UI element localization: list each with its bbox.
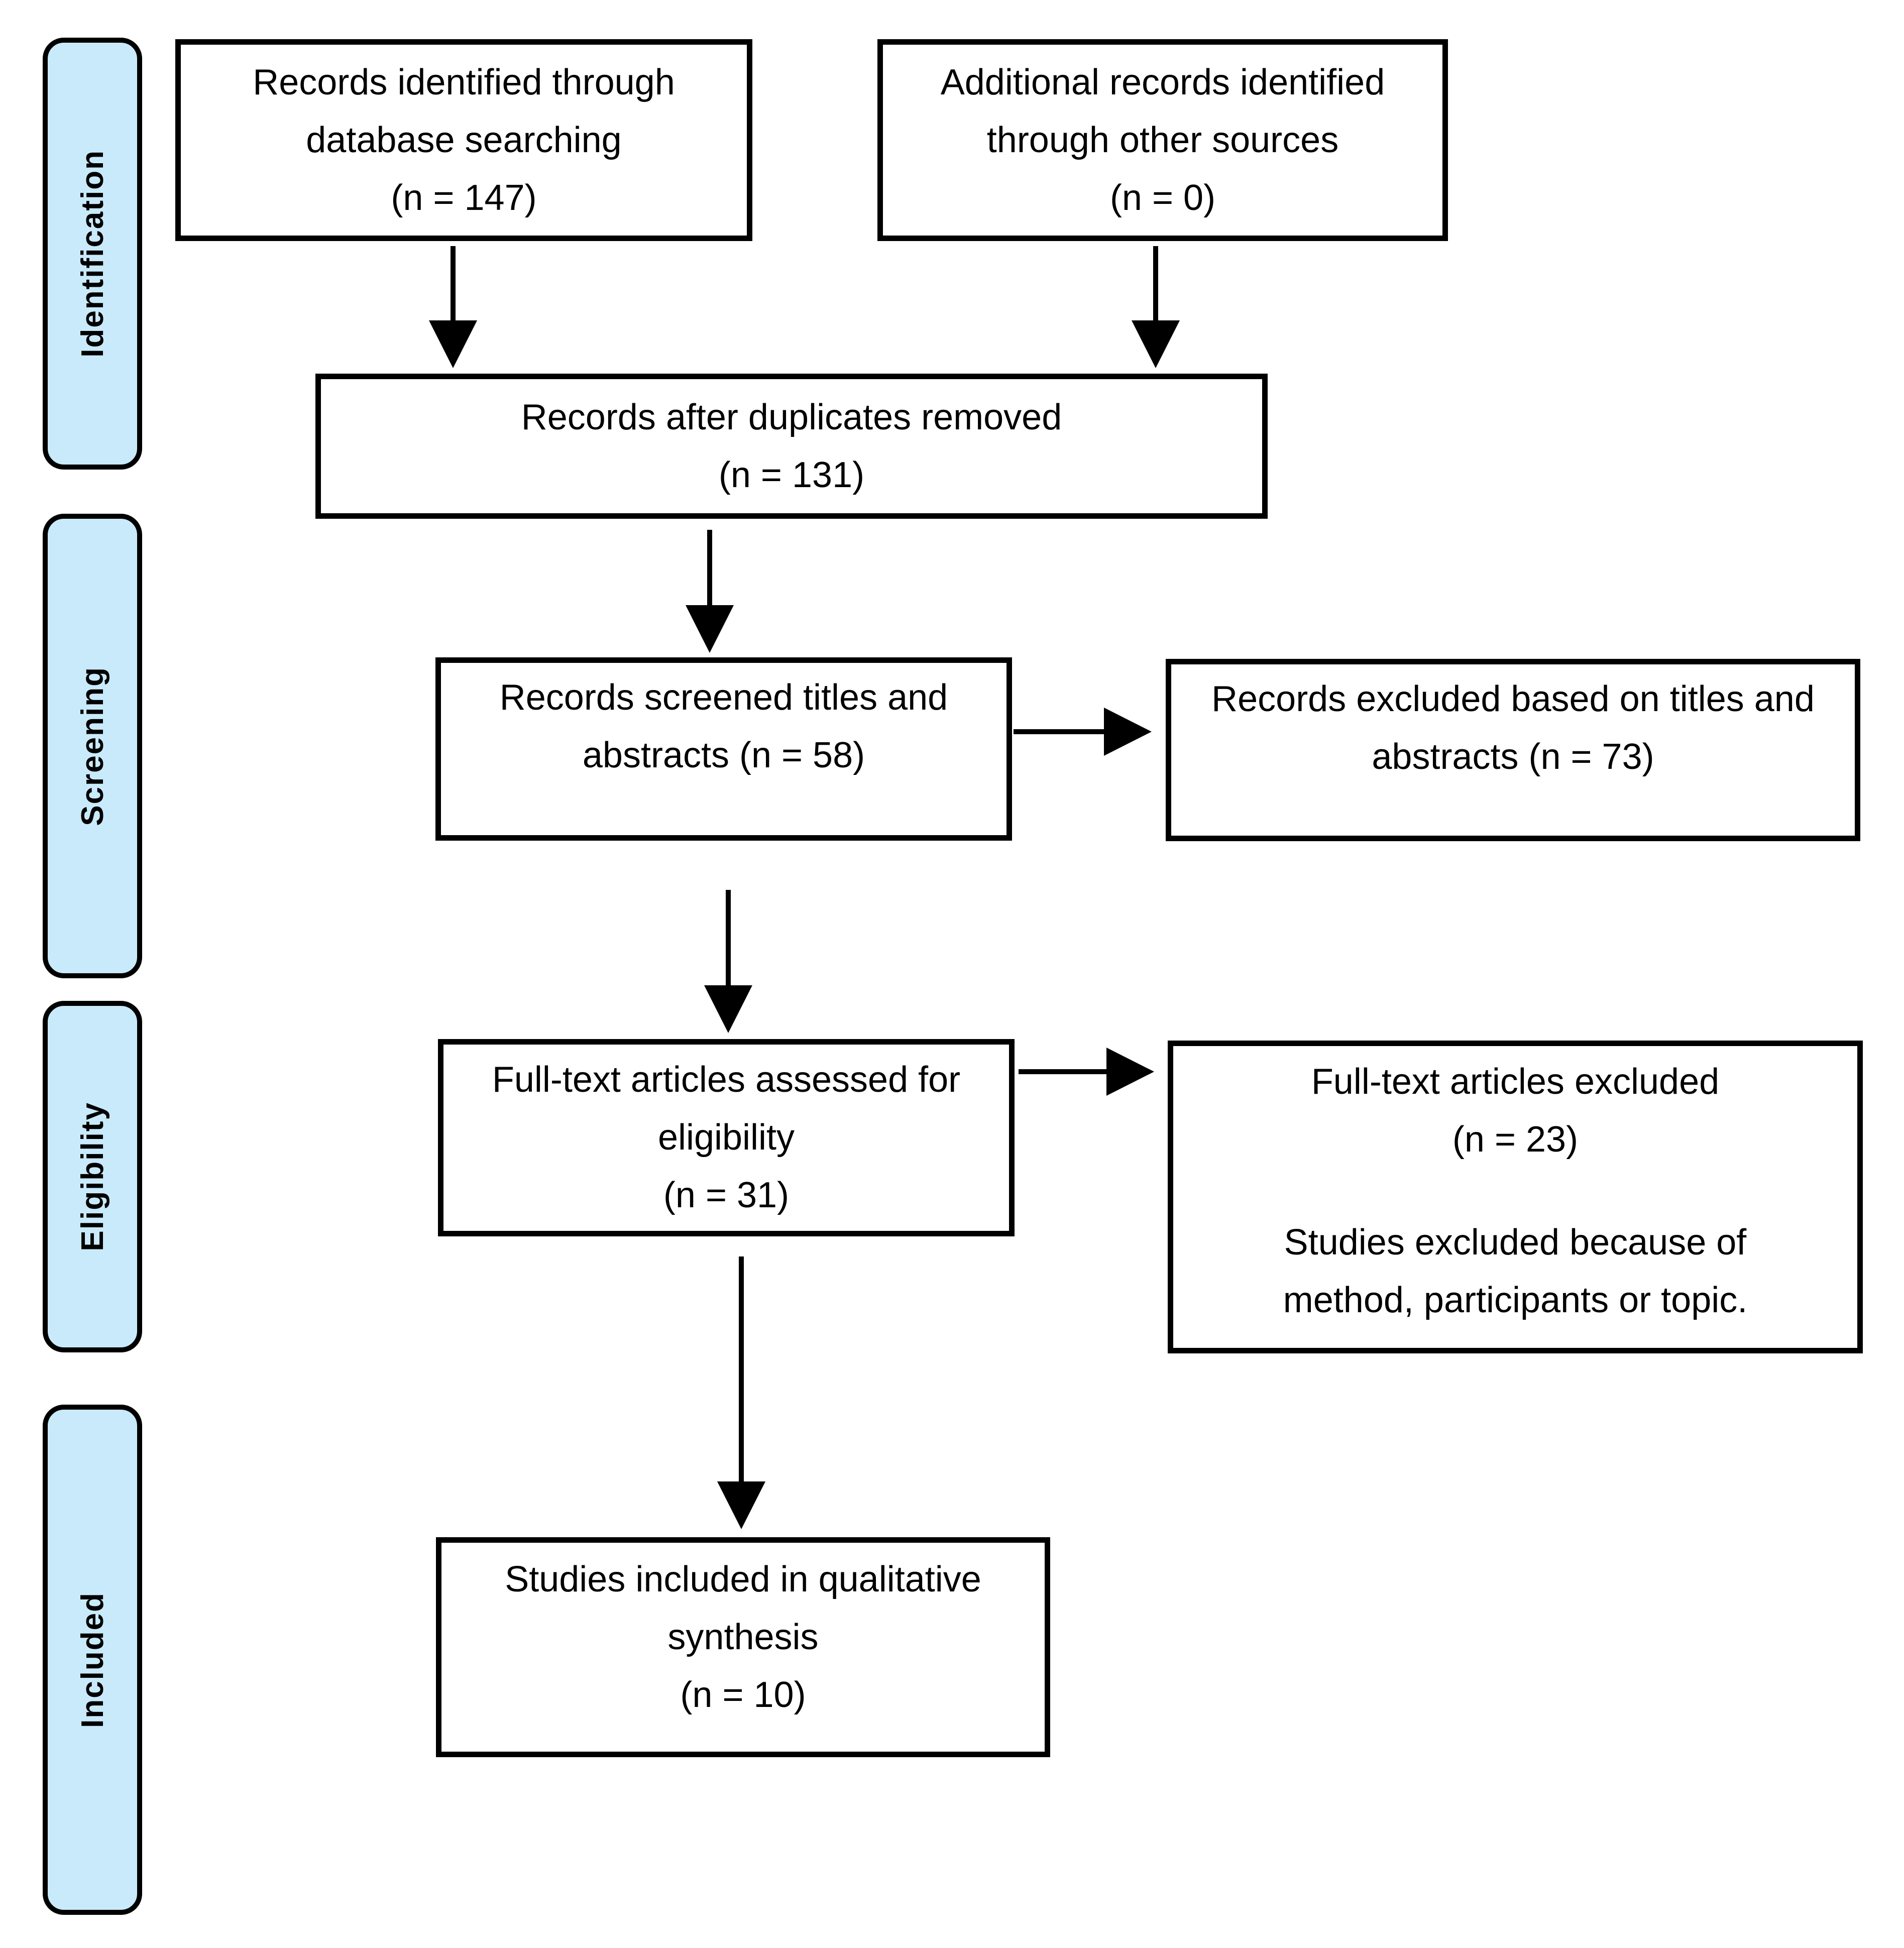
stage-screening-label: Screening xyxy=(75,666,110,826)
arrow-identified-to-duplicates-head xyxy=(429,320,477,368)
box-records-excluded-line1: Records excluded based on titles and xyxy=(1211,679,1815,719)
arrow-fulltext-to-excluded-shaft xyxy=(1019,1069,1109,1074)
box-fulltext-assessed: Full-text articles assessed for eligibil… xyxy=(438,1039,1015,1236)
stage-eligibility-label: Eligibility xyxy=(75,1102,110,1251)
box-fulltext-excluded-reason1: Studies excluded because of xyxy=(1284,1222,1747,1263)
box-records-screened-line2: abstracts (n = 58) xyxy=(582,735,865,775)
arrow-fulltext-to-excluded-head xyxy=(1106,1048,1154,1096)
box-fulltext-excluded-count: (n = 23) xyxy=(1452,1119,1579,1160)
arrow-screened-to-fulltext-shaft xyxy=(726,890,731,986)
box-included-synthesis: Studies included in qualitative synthesi… xyxy=(436,1537,1050,1757)
box-duplicates-removed-count: (n = 131) xyxy=(718,454,865,495)
box-fulltext-assessed-count: (n = 31) xyxy=(663,1175,790,1215)
box-fulltext-assessed-line2: eligibility xyxy=(657,1117,795,1158)
stage-included: Included xyxy=(43,1405,142,1915)
box-included-synthesis-count: (n = 10) xyxy=(680,1675,806,1715)
box-fulltext-excluded-line1: Full-text articles excluded xyxy=(1311,1062,1720,1102)
box-additional-records-count: (n = 0) xyxy=(1109,177,1216,218)
stage-eligibility: Eligibility xyxy=(43,1001,142,1352)
box-fulltext-excluded: Full-text articles excluded (n = 23) Stu… xyxy=(1168,1041,1863,1353)
box-records-excluded-line2: abstracts (n = 73) xyxy=(1372,737,1654,777)
box-records-identified: Records identified through database sear… xyxy=(175,39,752,241)
stage-identification: Identification xyxy=(43,38,142,470)
arrow-fulltext-to-included-shaft xyxy=(739,1256,744,1483)
box-records-identified-line1: Records identified through xyxy=(253,62,675,102)
arrow-screened-to-excluded-head xyxy=(1104,708,1152,756)
box-records-identified-count: (n = 147) xyxy=(391,177,537,218)
arrow-fulltext-to-included-head xyxy=(717,1481,765,1529)
box-included-synthesis-line2: synthesis xyxy=(667,1617,819,1657)
stage-identification-label: Identification xyxy=(75,150,110,358)
box-records-excluded: Records excluded based on titles and abs… xyxy=(1166,659,1860,841)
arrow-duplicates-to-screened-shaft xyxy=(707,530,712,606)
arrow-screened-to-excluded-shaft xyxy=(1014,729,1106,734)
arrow-screened-to-fulltext-head xyxy=(704,985,752,1033)
box-additional-records-line1: Additional records identified xyxy=(940,62,1385,102)
arrow-additional-to-duplicates-shaft xyxy=(1153,246,1158,321)
box-included-synthesis-line1: Studies included in qualitative xyxy=(505,1559,981,1599)
box-additional-records-line2: through other sources xyxy=(986,120,1339,160)
stage-screening: Screening xyxy=(43,514,142,978)
box-additional-records: Additional records identified through ot… xyxy=(877,39,1448,241)
box-fulltext-excluded-reason2: method, participants or topic. xyxy=(1283,1280,1748,1320)
box-records-identified-line2: database searching xyxy=(306,120,622,160)
box-duplicates-removed: Records after duplicates removed (n = 13… xyxy=(315,374,1268,519)
box-fulltext-assessed-line1: Full-text articles assessed for xyxy=(492,1060,961,1100)
stage-included-label: Included xyxy=(75,1591,110,1728)
box-duplicates-removed-line1: Records after duplicates removed xyxy=(521,397,1062,437)
arrow-duplicates-to-screened-head xyxy=(686,605,734,653)
arrow-additional-to-duplicates-head xyxy=(1132,320,1180,368)
box-records-screened-line1: Records screened titles and xyxy=(499,677,948,718)
box-records-screened: Records screened titles and abstracts (n… xyxy=(435,657,1012,841)
arrow-identified-to-duplicates-shaft xyxy=(451,246,456,321)
